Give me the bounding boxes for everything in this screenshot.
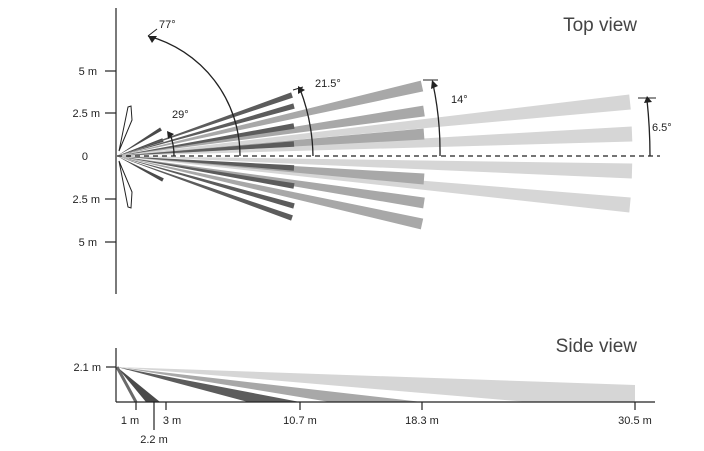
top-view-beam-rays [117,80,633,230]
ray-18-3m-4 [117,156,425,185]
side-zone-1m [115,366,138,403]
angle-arc-77 [147,35,241,157]
ray-10-7m-4 [117,141,295,156]
wide-zone-upper [118,105,133,152]
ray-10-7m-7 [117,156,295,209]
ray-18-3m-3 [117,128,425,156]
angle-arrow-29 [167,131,174,139]
side-zone-18-3m [117,367,422,402]
ray-short-upper-2 [117,138,164,156]
ray-10-7m-8 [117,156,293,221]
y-label-2-5m-upper: 2.5 m [72,108,100,120]
ray-18-3m-6 [117,156,424,230]
ray-10-7m-2 [117,103,295,156]
ray-30-5m-3 [117,156,633,179]
angle-label-77: 77° [159,19,176,31]
wide-zone-lower [118,160,133,209]
ray-short-upper-1 [117,127,162,156]
angle-arrow-6-5 [644,96,652,103]
distance-label-2-2m: 2.2 m [140,434,168,446]
y-label-5m-upper: 5 m [79,66,97,78]
ray-10-7m-1 [117,92,293,156]
angle-leader-77 [147,28,158,37]
ray-30-5m-1 [117,94,631,156]
angle-leader-21-5 [292,86,304,91]
angle-arc-6-5 [646,99,651,157]
ray-short-lower-1 [117,156,164,182]
y-label-5m-lower: 5 m [79,237,97,249]
distance-label-3m: 3 m [163,415,181,427]
ray-10-7m-6 [117,156,295,189]
side-zone-2-2m [117,367,160,402]
angle-label-14: 14° [451,94,468,106]
ray-30-5m-4 [117,156,631,213]
side-zone-10-7m [117,367,300,402]
distance-label-10-7m: 10.7 m [283,415,317,427]
distance-label-18-3m: 18.3 m [405,415,439,427]
ray-10-7m-5 [117,156,295,171]
side-view-title: Side view [556,336,638,357]
y-label-2-5m-lower: 2.5 m [72,194,100,206]
y-label-zero: 0 [82,151,88,163]
ray-18-3m-1 [117,80,424,156]
distance-label-30-5m: 30.5 m [618,415,652,427]
angle-arrow-77 [148,36,157,43]
angle-label-21-5: 21.5° [315,78,341,90]
angle-label-29: 29° [172,109,189,121]
ray-10-7m-3 [117,123,295,156]
distance-label-1m: 1 m [121,415,139,427]
angle-arc-21-5 [299,88,314,157]
angle-label-6-5: 6.5° [652,122,672,134]
angle-arrow-14 [431,80,438,89]
top-view-title: Top view [563,15,637,36]
side-zone-30-5m [117,367,635,402]
height-label: 2.1 m [73,362,101,374]
side-view: 2.1 m 1 m 2.2 m 3 m 10.7 m 18.3 m 30.5 m… [73,336,655,446]
top-view: 5 m 2.5 m 0 2.5 m 5 m 77° 29° 21.5° 14° … [72,8,672,294]
